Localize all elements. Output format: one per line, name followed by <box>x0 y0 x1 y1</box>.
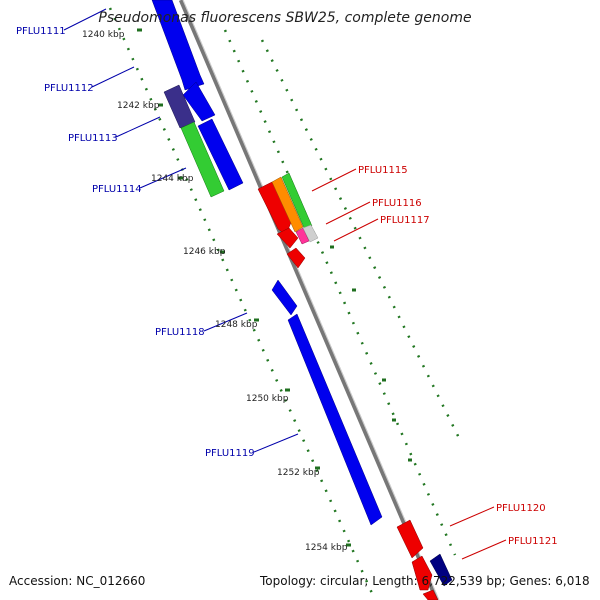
gene-label-pflu1117[interactable]: PFLU1117 <box>380 215 430 226</box>
ruler-label: 1248 kbp <box>215 320 258 330</box>
gene-label-pflu1112[interactable]: PFLU1112 <box>44 83 94 94</box>
ruler-label: 1246 kbp <box>183 247 226 257</box>
gene-PFLU1117[interactable] <box>295 227 310 245</box>
leader-lines <box>63 8 507 560</box>
gene-label-pflu1113[interactable]: PFLU1113 <box>68 133 118 144</box>
ruler-label: 1254 kbp <box>305 543 348 553</box>
gene-PFLU1113[interactable] <box>197 118 244 191</box>
gene-PFLU1117b[interactable] <box>302 224 319 243</box>
gene-PFLU1118[interactable] <box>271 279 298 316</box>
ruler-ticks <box>137 28 412 547</box>
guide-tracks <box>108 7 462 600</box>
map-title: Pseudomonas fluorescens SBW25, complete … <box>98 10 471 26</box>
topology-text: Topology: circular; Length: 6,722,539 bp… <box>260 574 590 588</box>
gene-PFLU1116[interactable] <box>271 176 304 233</box>
gene-PFLU1112b[interactable] <box>163 84 196 129</box>
ruler-label: 1242 kbp <box>117 101 160 111</box>
gene-label-pflu1118[interactable]: PFLU1118 <box>155 327 205 338</box>
ruler-label: 1240 kbp <box>82 30 125 40</box>
forward-strand <box>151 0 383 526</box>
gene-PFLU1119[interactable] <box>287 313 383 526</box>
gene-PFLU1120[interactable] <box>396 519 424 559</box>
gene-PFLU1116b[interactable] <box>281 172 313 231</box>
gene-PFLU1121[interactable] <box>411 555 433 591</box>
gene-PFLU1121b[interactable] <box>429 553 453 587</box>
gene-label-pflu1120[interactable]: PFLU1120 <box>496 503 546 514</box>
gene-label-pflu1111[interactable]: PFLU1111 <box>16 26 66 37</box>
accession-text: Accession: NC_012660 <box>9 574 146 588</box>
gene-PFLU1111[interactable] <box>151 0 205 91</box>
inner-right-guide <box>223 29 457 556</box>
gene-label-pflu1121[interactable]: PFLU1121 <box>508 536 558 547</box>
gene-PFLU1115[interactable] <box>257 181 293 236</box>
ruler-label: 1244 kbp <box>151 174 194 184</box>
gene-label-pflu1119[interactable]: PFLU1119 <box>205 448 255 459</box>
gene-PFLU1114[interactable] <box>180 121 225 198</box>
gene-label-pflu1115[interactable]: PFLU1115 <box>358 165 408 176</box>
gene-label-pflu1114[interactable]: PFLU1114 <box>92 184 142 195</box>
gene-PFLU1115b[interactable] <box>276 227 299 249</box>
gene-PFLU1115c[interactable] <box>286 247 306 269</box>
ruler-labels: 1240 kbp 1242 kbp 1244 kbp 1246 kbp 1248… <box>82 30 348 553</box>
gene-labels: PFLU1111 PFLU1112 PFLU1113 PFLU1114 PFLU… <box>16 26 558 547</box>
reverse-strand <box>257 172 453 600</box>
outer-left-guide <box>108 7 377 600</box>
ruler-label: 1250 kbp <box>246 394 289 404</box>
genome-backbone <box>178 0 440 600</box>
ruler-label: 1252 kbp <box>277 468 320 478</box>
gene-PFLU1112[interactable] <box>182 81 216 122</box>
gene-PFLU1121c[interactable] <box>422 589 439 600</box>
gene-label-pflu1116[interactable]: PFLU1116 <box>372 198 422 209</box>
